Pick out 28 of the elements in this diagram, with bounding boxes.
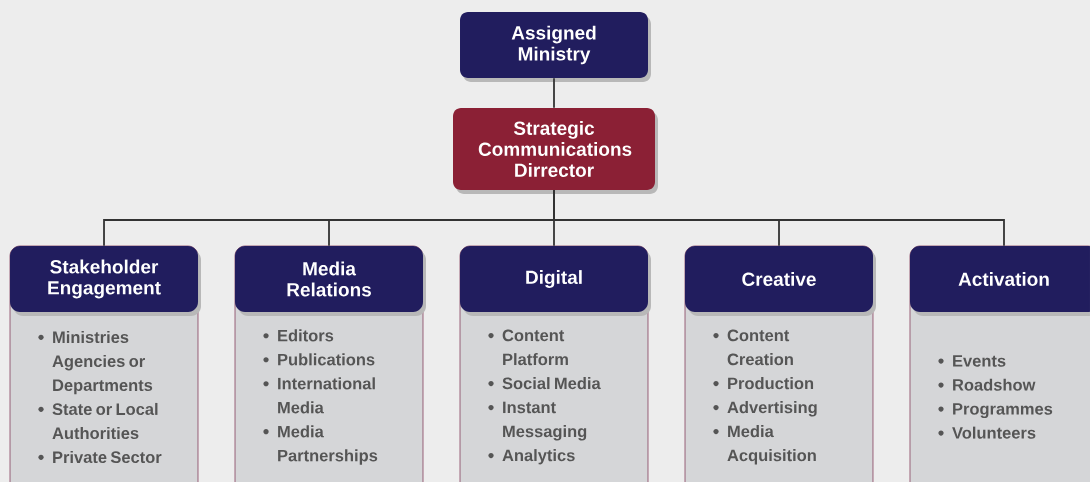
director-box: Strategic Communications Dirrector bbox=[453, 108, 658, 194]
list-item: Media Partnerships bbox=[263, 425, 378, 465]
list-item: Advertising bbox=[713, 401, 817, 417]
header-band: Media Relations bbox=[235, 246, 426, 316]
list-item: Media Acquisition bbox=[713, 425, 816, 465]
list-item: Social Media bbox=[488, 377, 601, 390]
list-item: Events bbox=[938, 355, 1006, 367]
list-item: Editors bbox=[263, 329, 334, 342]
header-band: Creative bbox=[685, 246, 876, 316]
list-item: Content Platform bbox=[488, 329, 568, 366]
list-item: International Media bbox=[263, 377, 375, 414]
list-item: Publications bbox=[263, 353, 375, 366]
list-item: Roadshow bbox=[938, 378, 1036, 391]
header-band: Digital bbox=[460, 246, 651, 316]
list-item: Volunteers bbox=[938, 426, 1036, 439]
list-item: Instant Messaging bbox=[488, 401, 587, 441]
list-item: Private Sector bbox=[38, 450, 162, 464]
list-item: Analytics bbox=[488, 449, 575, 465]
list-item: Production bbox=[713, 377, 814, 390]
list-item: Programmes bbox=[938, 403, 1053, 419]
list-item: Ministries Agencies or Departments bbox=[38, 330, 153, 395]
list-item: State or Local Authorities bbox=[38, 402, 158, 440]
ministry-box: Assigned Ministry bbox=[460, 12, 651, 82]
header-band: Activation bbox=[910, 246, 1090, 316]
list-item: Content Creation bbox=[713, 329, 793, 366]
header-band: Stakeholder Engagement bbox=[10, 246, 201, 316]
connector-line bbox=[553, 189, 1005, 247]
connector-line bbox=[553, 77, 555, 109]
